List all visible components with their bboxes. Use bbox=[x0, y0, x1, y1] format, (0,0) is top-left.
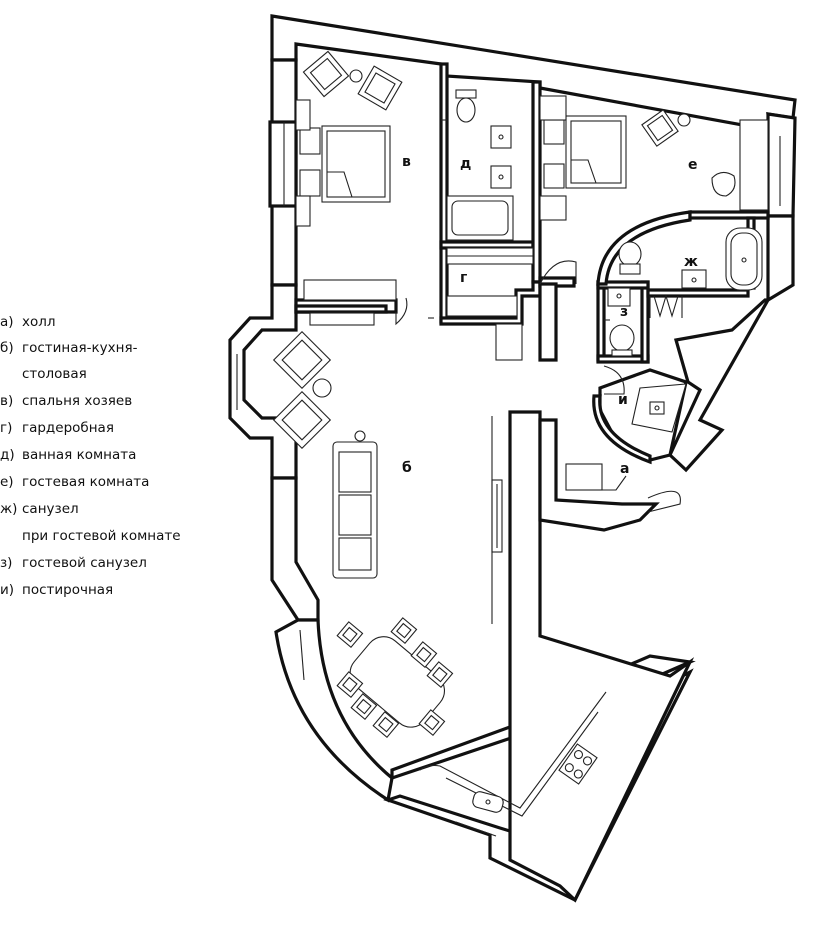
room-label-i: и bbox=[618, 392, 628, 408]
room-label-a: а bbox=[620, 461, 629, 477]
guest-room-furniture bbox=[539, 95, 769, 221]
room-label-v: в bbox=[402, 154, 411, 170]
legend-item-b-cont: столовая bbox=[22, 366, 87, 382]
room-label-g: г bbox=[460, 270, 467, 286]
cooktop bbox=[558, 743, 598, 785]
wardrobe-furniture bbox=[446, 247, 534, 361]
legend-item-a: а)холл bbox=[0, 314, 56, 330]
hall-furniture bbox=[565, 463, 627, 491]
legend-item-b: б)гостиная-кухня- bbox=[0, 340, 138, 356]
bedroom-furniture bbox=[295, 50, 403, 326]
legend-item-d: д)ванная комната bbox=[0, 447, 137, 463]
legend-item-zh-cont: при гостевой комнате bbox=[22, 528, 181, 544]
legend-item-zh: ж)санузел bbox=[0, 501, 79, 517]
bath-d-furniture bbox=[441, 89, 514, 241]
window-lines bbox=[236, 122, 781, 837]
outer-walls bbox=[228, 14, 797, 903]
legend-item-i: и)постирочная bbox=[0, 582, 114, 598]
doors bbox=[395, 211, 720, 513]
room-label-b: б bbox=[402, 460, 412, 476]
room-label-d: д bbox=[460, 156, 471, 172]
room-label-e: е bbox=[688, 157, 698, 173]
room-label-z: з bbox=[620, 304, 628, 320]
legend-item-z: з)гостевой санузел bbox=[0, 555, 147, 571]
room-label-zh: ж bbox=[684, 254, 698, 270]
legend-item-g: г)гардеробная bbox=[0, 420, 114, 436]
laundry-furniture bbox=[631, 383, 687, 433]
legend-item-e: е)гостевая комната bbox=[0, 474, 150, 490]
dining-kitchen-furniture bbox=[336, 617, 607, 817]
bathroom-zh-furniture bbox=[618, 227, 763, 318]
living-room-furniture bbox=[272, 330, 503, 624]
guest-bath-furniture bbox=[604, 287, 635, 357]
radiator bbox=[649, 294, 683, 318]
legend-item-v: в)спальня хозяев bbox=[0, 393, 133, 409]
